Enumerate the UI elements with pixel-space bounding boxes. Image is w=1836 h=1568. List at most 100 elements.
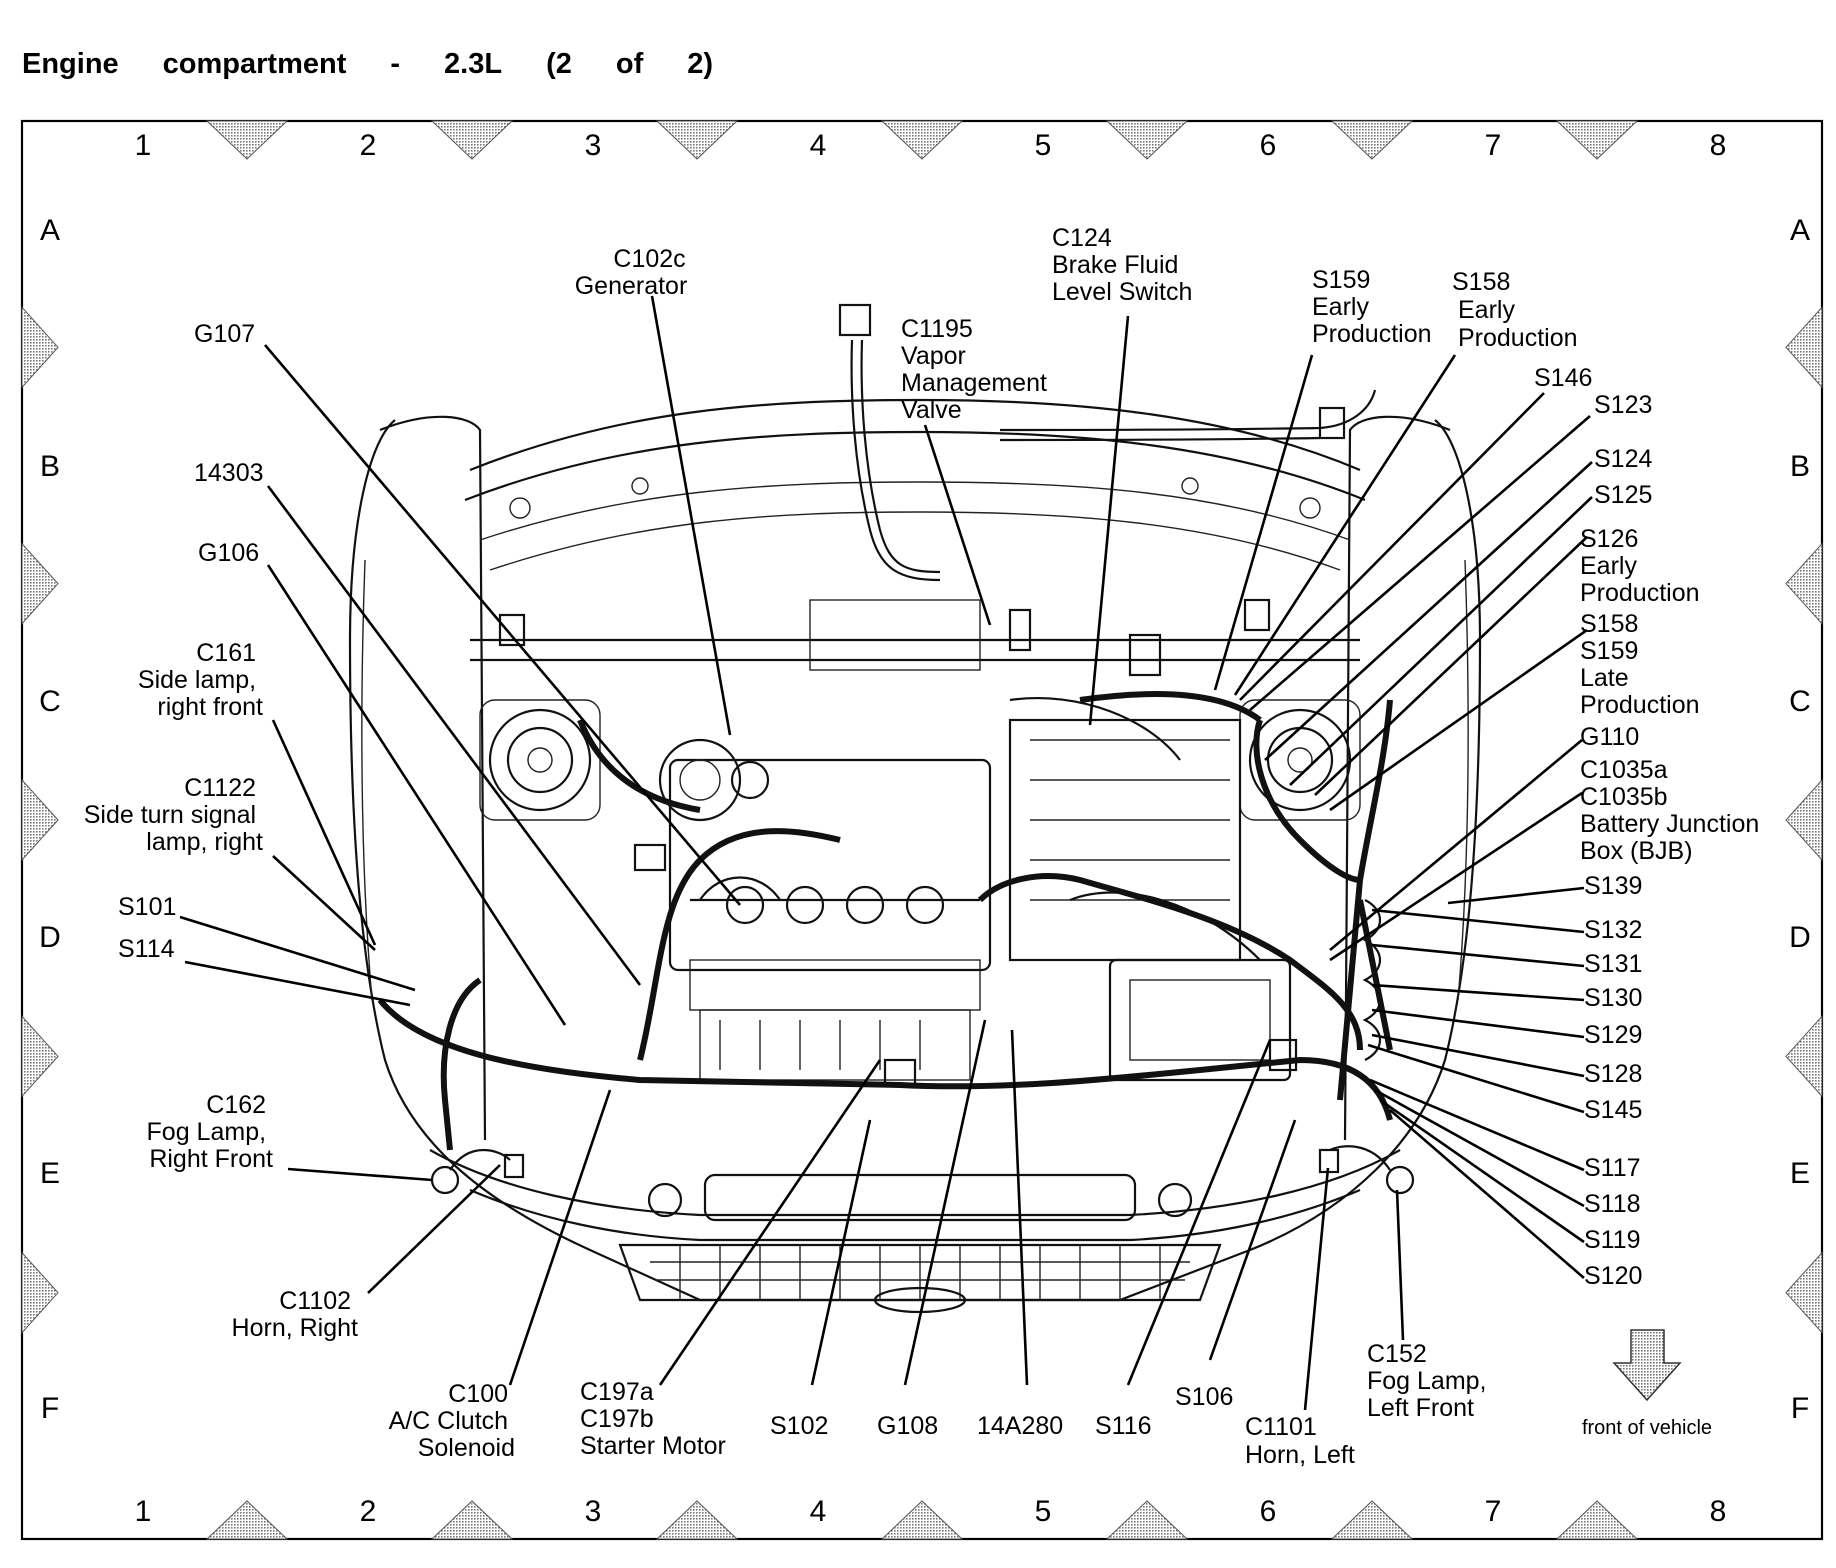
leader-c1195 <box>923 424 992 626</box>
row-label: E <box>40 1157 60 1190</box>
grid-tick-marker <box>1105 1500 1189 1540</box>
front-of-vehicle-indicator: front of vehicle <box>1582 1329 1712 1439</box>
label-s129: S129 <box>1584 1021 1642 1049</box>
title-word: compartment <box>162 48 347 80</box>
leader-s114 <box>184 960 411 1007</box>
row-label: B <box>40 450 60 483</box>
label-s130: S130 <box>1584 984 1642 1012</box>
label-s131: S131 <box>1584 950 1642 978</box>
column-labels-bottom: 1 2 3 4 5 6 7 8 <box>135 1495 1727 1528</box>
leader-s123 <box>1249 415 1591 711</box>
column-label: 2 <box>360 1495 377 1528</box>
leader-g110 <box>1329 739 1583 951</box>
leader-s132 <box>1371 908 1585 934</box>
leader-s131 <box>1371 943 1585 968</box>
title-word: - <box>390 48 401 80</box>
row-labels-right: A B C D E F <box>1789 214 1811 1425</box>
grid-tick-marker <box>430 120 514 160</box>
label-c161: C161 Side lamp, right front <box>138 639 263 721</box>
label-s158-s159-late: S158 S159 Late Production <box>1580 610 1700 719</box>
label-s118: S118 <box>1584 1190 1641 1218</box>
label-c1102: C1102 Horn, Right <box>232 1287 358 1342</box>
label-g107: G107 <box>194 320 255 348</box>
title-word: of <box>615 48 644 80</box>
label-s101: S101 <box>118 893 176 921</box>
grid-tick-marker <box>655 120 739 160</box>
grid-tick-marker <box>21 542 59 625</box>
leader-s125 <box>1289 496 1593 786</box>
label-s120: S120 <box>1584 1262 1642 1290</box>
column-label: 1 <box>135 129 152 162</box>
label-c197: C197a C197b Starter Motor <box>580 1378 726 1460</box>
leader-s146 <box>1239 392 1545 701</box>
grid-tick-marker <box>205 1500 289 1540</box>
label-s123: S123 <box>1594 391 1652 419</box>
leader-s129 <box>1371 1008 1585 1039</box>
row-label: F <box>1791 1392 1809 1425</box>
row-label: A <box>1790 214 1810 247</box>
row-label: C <box>39 685 61 718</box>
leader-s102 <box>810 1119 872 1386</box>
label-c124: C124 Brake Fluid Level Switch <box>1052 224 1192 306</box>
leader-s126 <box>1314 536 1588 796</box>
leader-s119 <box>1379 1098 1585 1244</box>
column-label: 5 <box>1035 1495 1052 1528</box>
grid-tick-marker <box>430 1500 514 1540</box>
label-s119: S119 <box>1584 1226 1641 1254</box>
leader-c162 <box>287 1167 433 1182</box>
column-label: 8 <box>1710 129 1727 162</box>
grid-tick-marker <box>21 778 59 862</box>
column-label: 4 <box>810 1495 827 1528</box>
grid-tick-marker <box>205 120 289 160</box>
label-s145: S145 <box>1584 1096 1642 1124</box>
column-label: 5 <box>1035 129 1052 162</box>
row-label: D <box>1789 921 1811 954</box>
row-label: C <box>1789 685 1811 718</box>
label-s102: S102 <box>770 1412 828 1440</box>
leader-c1102 <box>367 1164 501 1294</box>
grid-tick-marker <box>1105 120 1189 160</box>
leader-s130 <box>1371 983 1585 1002</box>
leader-g106 <box>266 564 567 1026</box>
column-label: 7 <box>1485 1495 1502 1528</box>
label-s158-early: S158 Early Production <box>1452 268 1578 352</box>
label-s125: S125 <box>1594 481 1652 509</box>
title-word: 2) <box>687 48 714 80</box>
row-label: A <box>40 214 60 247</box>
label-c102c: C102c Generator <box>575 245 693 300</box>
grid-tick-marker <box>1555 1500 1639 1540</box>
leader-c1035 <box>1329 791 1583 962</box>
row-label: F <box>41 1392 59 1425</box>
grid-tick-marker <box>880 120 964 160</box>
leader-lines <box>179 295 1593 1411</box>
leader-c1101 <box>1303 1167 1330 1411</box>
column-label: 8 <box>1710 1495 1727 1528</box>
label-s116: S116 <box>1095 1412 1152 1440</box>
label-g106: G106 <box>198 539 259 567</box>
label-s114: S114 <box>118 935 175 963</box>
row-label: E <box>1790 1157 1810 1190</box>
label-c152: C152 Fog Lamp, Left Front <box>1367 1340 1493 1422</box>
leader-s116 <box>1126 1039 1272 1386</box>
row-labels-left: A B C D E F <box>39 214 61 1425</box>
label-s146: S146 <box>1534 364 1592 392</box>
row-label: B <box>1790 450 1810 483</box>
column-label: 6 <box>1260 129 1277 162</box>
leader-c124 <box>1088 315 1130 726</box>
label-g108: G108 <box>877 1412 938 1440</box>
grid-tick-marker <box>1330 1500 1414 1540</box>
leader-c152 <box>1395 1189 1405 1341</box>
grid-tick-marker <box>1785 778 1823 862</box>
column-label: 1 <box>135 1495 152 1528</box>
leader-c1122 <box>272 855 376 951</box>
leader-14a280 <box>1010 1029 1029 1386</box>
column-label: 3 <box>585 1495 602 1528</box>
grid-tick-marker <box>1785 542 1823 625</box>
grid-tick-marker <box>1785 1015 1823 1098</box>
callout-labels: C102c Generator C124 Brake Fluid Level S… <box>84 224 1760 1469</box>
title-word: 2.3L <box>444 48 503 80</box>
column-label: 7 <box>1485 129 1502 162</box>
leader-s101 <box>179 915 416 992</box>
label-s132: S132 <box>1584 916 1642 944</box>
